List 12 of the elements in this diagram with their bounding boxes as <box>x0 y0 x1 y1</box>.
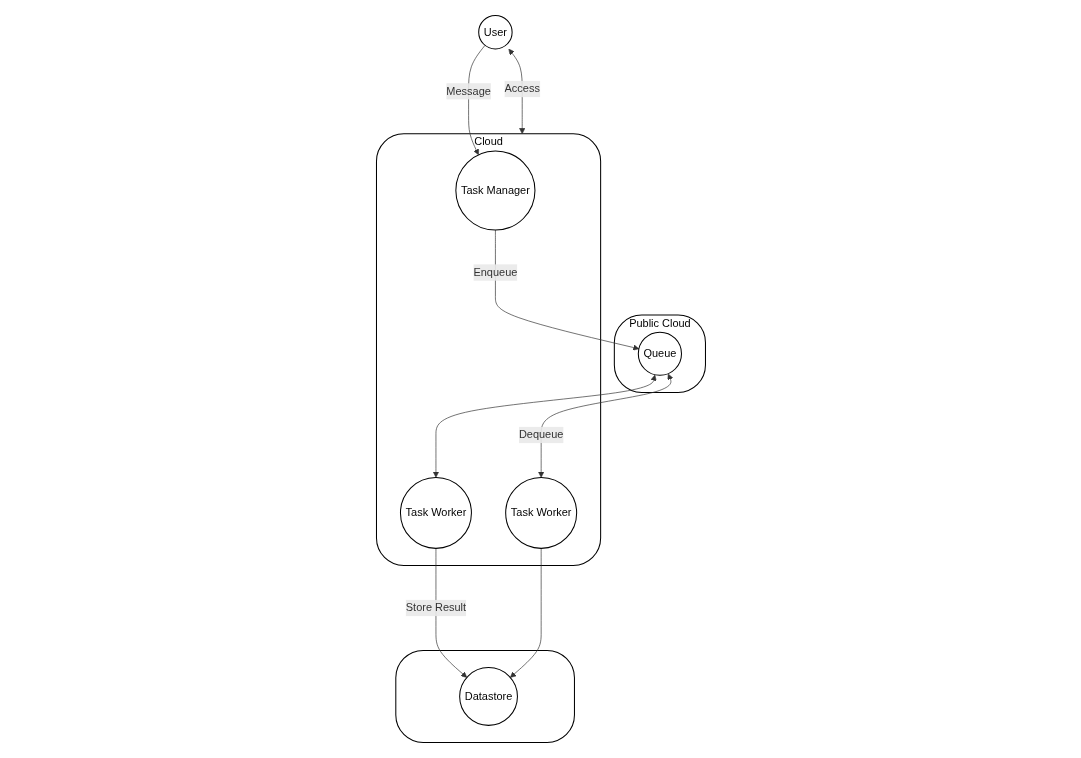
edge-label: Dequeue <box>518 428 563 441</box>
edge-label: Access <box>504 82 540 95</box>
node-circle: Task Manager <box>454 150 535 231</box>
node-circle: Task Worker <box>399 476 472 549</box>
edge-label: Store Result <box>405 601 466 614</box>
cluster <box>394 649 575 743</box>
node-circle: Datastore <box>458 667 518 726</box>
edge-label: Message <box>445 85 491 97</box>
edge-label: Enqueue <box>472 266 517 279</box>
node-circle: Task Worker <box>504 476 577 549</box>
node-circle: Queue <box>637 331 682 376</box>
node-circle: User <box>477 15 513 50</box>
